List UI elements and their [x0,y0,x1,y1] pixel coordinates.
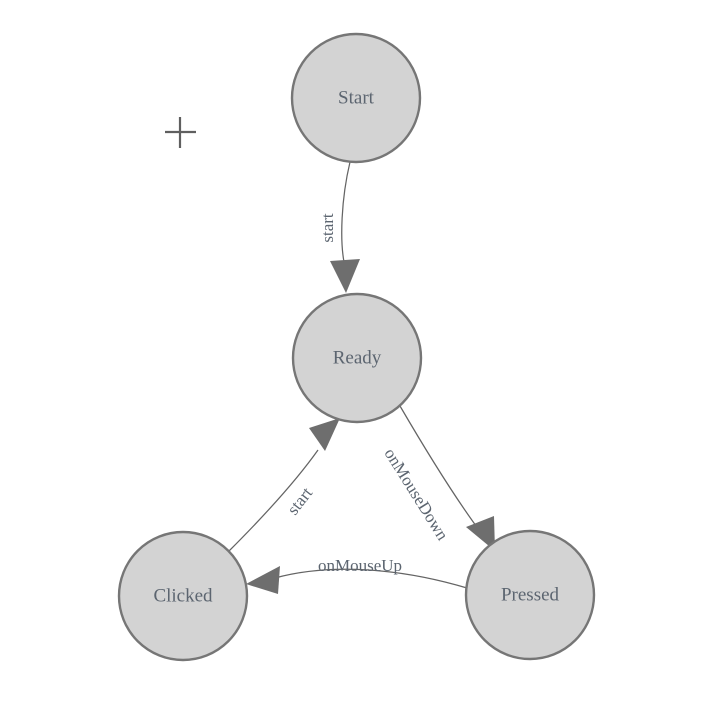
node-pressed-circle[interactable] [464,529,596,661]
edge-start-to-ready-path [341,161,351,263]
node-ready[interactable]: Ready [291,292,423,424]
node-clicked-circle[interactable] [117,530,249,662]
edge-label-pressed-to-clicked: onMouseUp [318,556,402,575]
edge-label-start-to-ready: start [318,213,337,243]
node-ready-label: Ready [333,347,382,368]
edge-pressed-to-clicked-path [274,568,468,589]
node-pressed[interactable]: Pressed [464,529,596,661]
edge-pressed-to-clicked-arrowhead [246,566,280,594]
edge-label-ready-to-pressed: onMouseDown [381,445,453,544]
edge-clicked-to-ready-path [228,449,319,552]
node-clicked-label: Clicked [153,585,213,606]
edge-clicked-to-ready-arrowhead [309,418,340,451]
crosshair-icon[interactable] [165,117,196,148]
edge-ready-to-pressed-arrowhead [466,516,495,551]
node-ready-circle[interactable] [291,292,423,424]
edge-start-to-ready-arrowhead [330,259,360,293]
node-start[interactable]: Start [290,32,422,164]
edge-ready-to-pressed[interactable]: onMouseDown [381,405,495,551]
node-pressed-label: Pressed [501,584,560,605]
edge-label-clicked-to-ready: start [283,483,316,518]
node-clicked[interactable]: Clicked [117,530,249,662]
node-start-label: Start [338,87,375,108]
edge-ready-to-pressed-path [399,405,483,535]
edge-pressed-to-clicked[interactable]: onMouseUp [246,556,468,594]
edge-start-to-ready[interactable]: start [318,161,360,293]
edge-clicked-to-ready[interactable]: start [228,418,340,552]
node-start-circle[interactable] [290,32,422,164]
